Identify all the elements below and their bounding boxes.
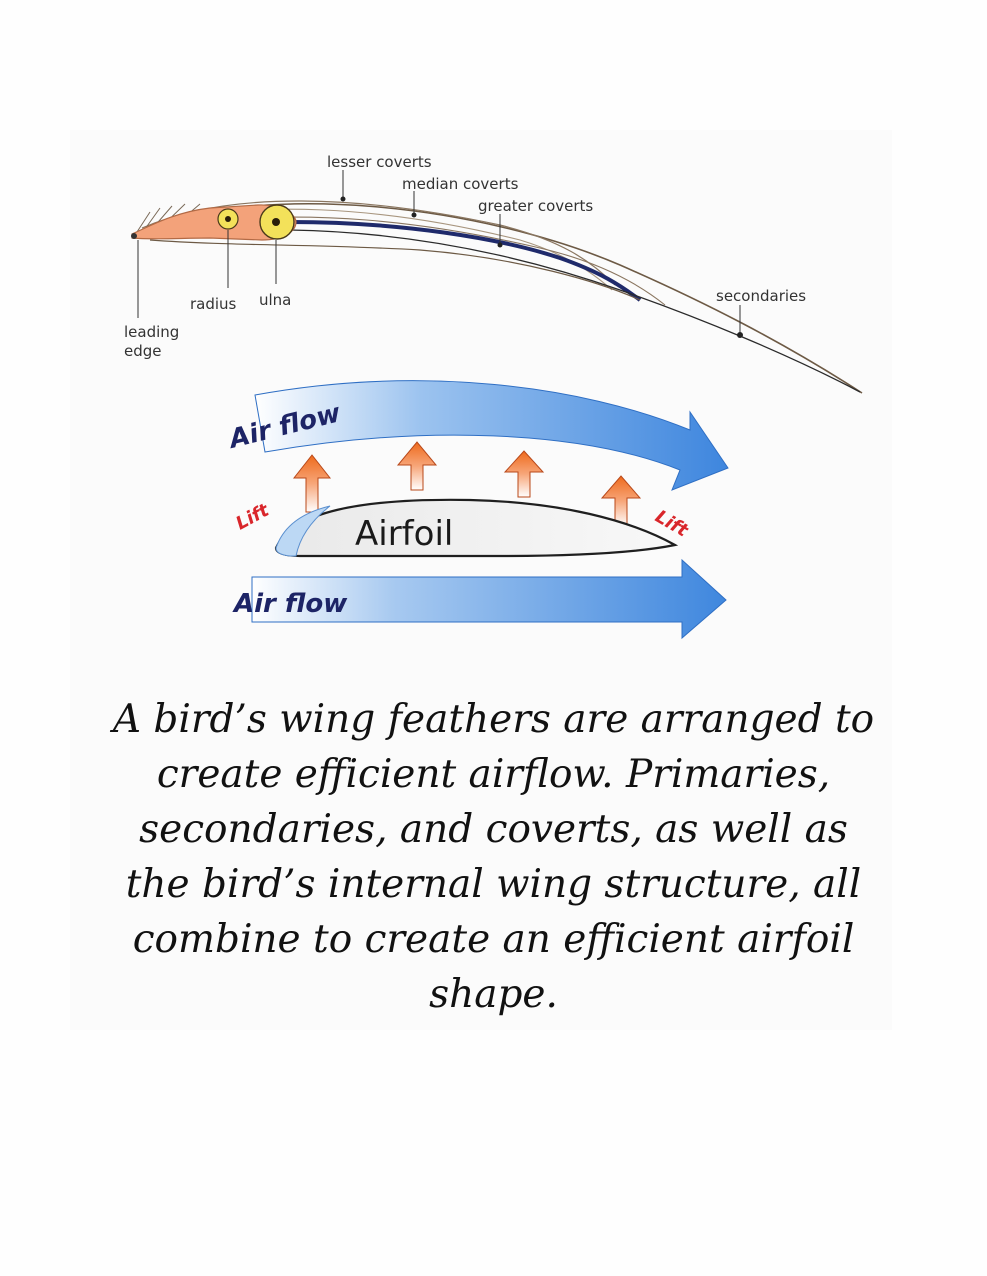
- airfoil-leading-edge: [275, 505, 331, 557]
- label-lesser-coverts: lesser coverts: [327, 153, 432, 171]
- bone: [131, 204, 297, 241]
- label-median-coverts: median coverts: [402, 175, 519, 193]
- wing-airfoil-diagram: lesser coverts median coverts greater co…: [124, 153, 863, 640]
- label-leading-edge-1: leading: [124, 323, 179, 341]
- caption: A bird’s wing feathers are arranged to c…: [112, 697, 875, 1017]
- airflow-bottom-arrow: [251, 558, 727, 640]
- airfoil-diagram: Air flow Air flow Lift Lift Airfoil: [224, 380, 729, 640]
- lift-arrow-4: [600, 475, 642, 527]
- leading-edge-fringe: [134, 203, 201, 239]
- feather-under: [149, 239, 641, 301]
- label-lift-left: Lift: [232, 499, 273, 534]
- label-airflow-bottom: Air flow: [232, 589, 348, 619]
- lift-arrow-2: [396, 441, 438, 491]
- airflow-top-arrow: [254, 380, 729, 491]
- label-leading-edge-2: edge: [124, 342, 162, 360]
- label-radius: radius: [190, 295, 237, 313]
- airfoil-shape: [274, 498, 679, 558]
- label-secondaries: secondaries: [716, 287, 806, 305]
- feather-secondaries-shaft: [289, 229, 861, 393]
- radius-joint-core: [225, 216, 231, 222]
- wing-cross-section: lesser coverts median coverts greater co…: [124, 153, 863, 394]
- feather-secondaries-dark: [289, 220, 642, 302]
- ulna-joint-core: [272, 218, 280, 226]
- label-greater-coverts: greater coverts: [478, 197, 593, 215]
- label-airfoil: Airfoil: [355, 514, 453, 554]
- lift-arrow-1: [292, 454, 332, 513]
- label-ulna: ulna: [259, 291, 291, 309]
- lift-arrows: [292, 441, 642, 527]
- lift-arrow-3: [503, 450, 545, 498]
- leading-edge-point: [131, 233, 137, 239]
